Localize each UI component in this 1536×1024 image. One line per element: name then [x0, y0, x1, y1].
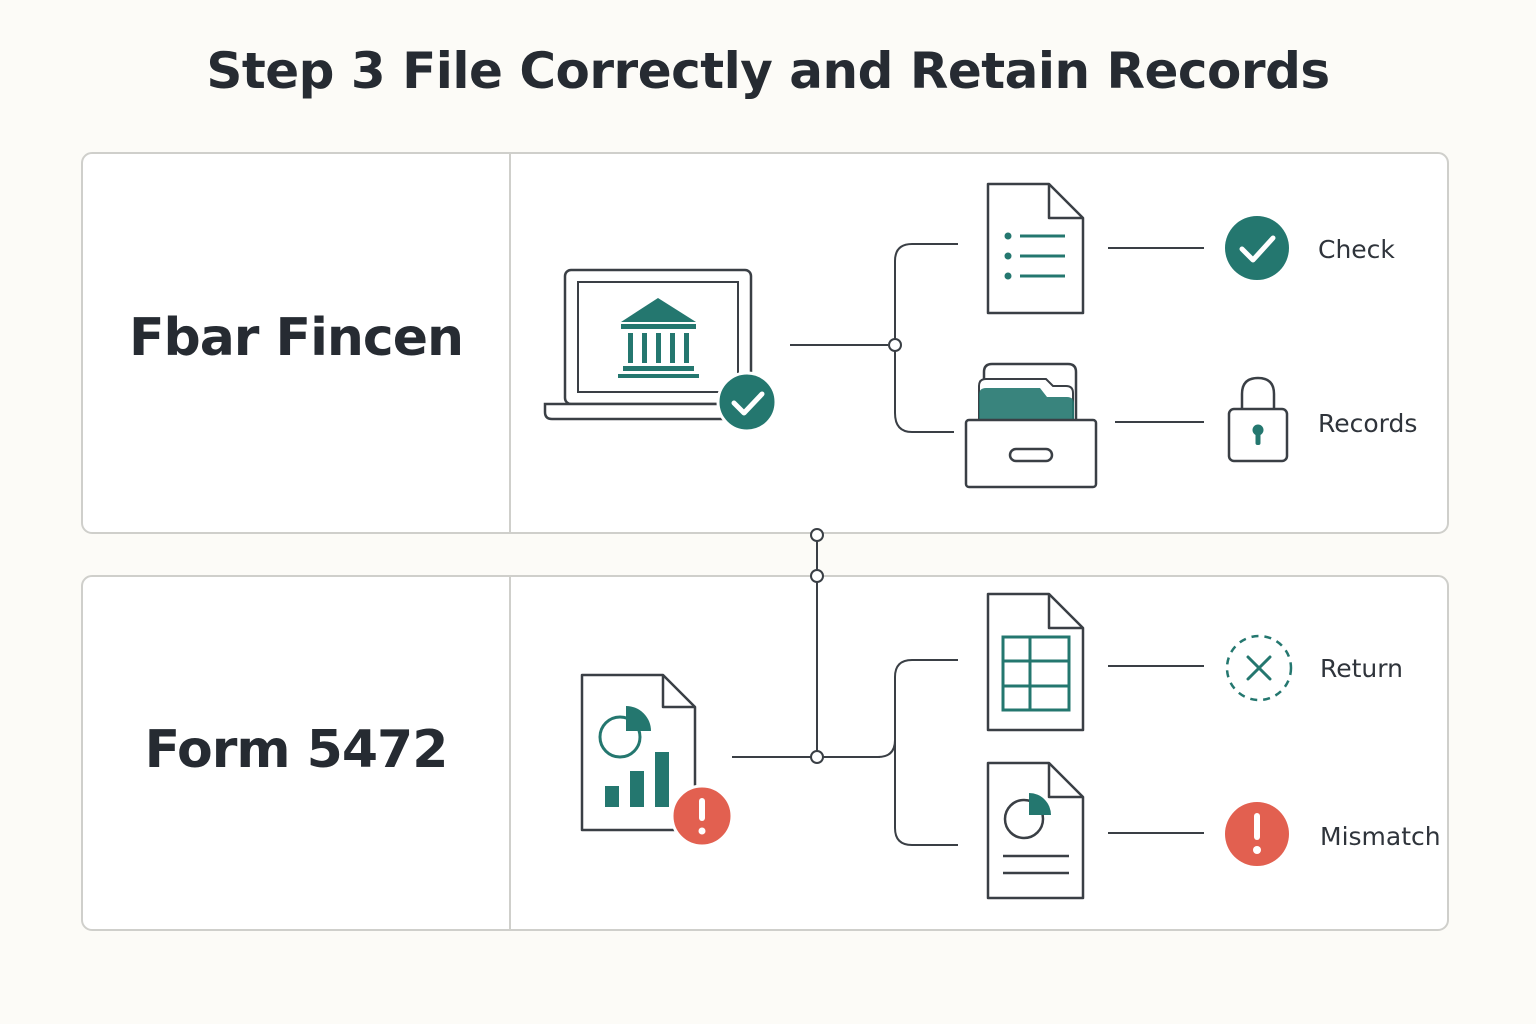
row1-junction-node	[888, 338, 902, 352]
check-circle-icon	[1225, 216, 1289, 280]
row-label-fbar: Fbar Fincen	[128, 308, 464, 368]
pie-chart-document-icon	[986, 761, 1085, 900]
inter-row-connector	[810, 528, 824, 751]
status-label-check: Check	[1318, 235, 1395, 264]
alert-circle-icon	[1225, 802, 1289, 866]
row-panel-fbar	[81, 152, 1449, 534]
row-label-form5472: Form 5472	[144, 720, 449, 780]
status-label-return: Return	[1320, 654, 1403, 683]
report-document-alert-icon	[580, 673, 734, 848]
page-title: Step 3 File Correctly and Retain Records	[206, 42, 1330, 100]
file-drawer-icon	[964, 362, 1098, 489]
status-label-records: Records	[1318, 409, 1418, 438]
dashed-x-circle-icon	[1225, 634, 1293, 702]
row1-connectors	[790, 243, 1204, 433]
row-panel-form5472	[81, 575, 1449, 931]
status-label-mismatch: Mismatch	[1320, 822, 1441, 851]
list-document-icon	[986, 182, 1085, 315]
spreadsheet-document-icon	[986, 592, 1085, 732]
laptop-bank-check-icon	[543, 268, 778, 433]
row2-junction-node	[810, 750, 824, 764]
row2-connectors	[732, 659, 1204, 846]
padlock-icon	[1227, 376, 1289, 463]
